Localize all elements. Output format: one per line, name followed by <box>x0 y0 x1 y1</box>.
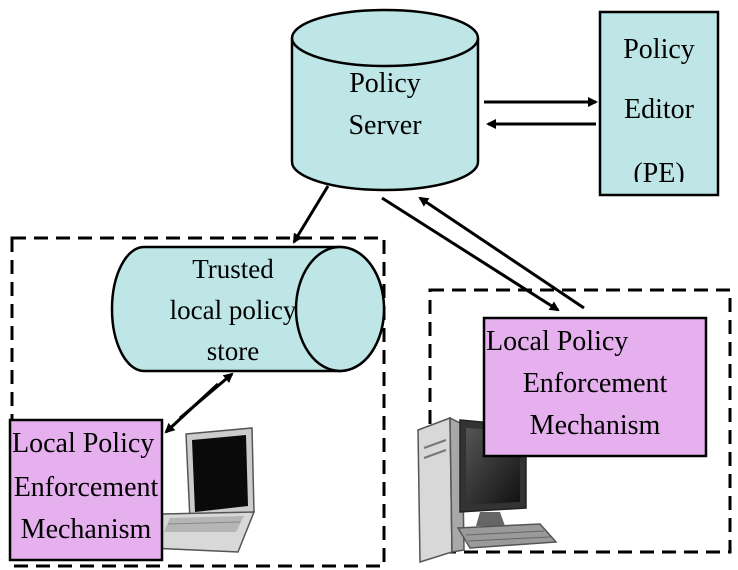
right-mechanism-label-line3: Mechanism <box>529 410 661 441</box>
policy-server-label-line1: Policy <box>349 68 421 99</box>
left-mechanism-label-line1: Local Policy <box>12 428 155 459</box>
store-to-left-mechanism-arrow <box>164 382 220 434</box>
right-mechanism-label-line1: Local Policy <box>486 326 629 357</box>
left-mechanism-label-line2: Enforcement <box>13 472 159 503</box>
policy-editor-box <box>598 10 720 197</box>
trusted-store-label-line3: store <box>206 336 260 366</box>
right-mechanism-label-line2: Enforcement <box>522 368 668 399</box>
policy-editor-label-line2: Editor <box>624 94 694 125</box>
left-mechanism-box <box>8 418 164 562</box>
laptop-icon <box>148 427 256 553</box>
trusted-store-label-line1: Trusted <box>192 254 274 284</box>
left-mechanism-label-line3: Mechanism <box>20 514 152 545</box>
right-dashed-boundary <box>428 288 732 554</box>
policy-server-label-line2: Server <box>348 110 422 141</box>
left-dashed-boundary <box>10 236 386 568</box>
right-mechanism-box <box>482 316 708 458</box>
trusted-store-cylinder <box>110 245 386 373</box>
policy-editor-label-line1: Policy <box>623 34 695 65</box>
trusted-store-label-line2: local policy <box>169 295 297 325</box>
server-to-right-mechanism-arrow <box>381 196 560 312</box>
policy-editor-label-line3: (PE) <box>633 160 685 182</box>
policy-server-cylinder <box>290 8 480 192</box>
right-mechanism-to-server-arrow <box>418 196 585 310</box>
server-to-store-arrow <box>292 185 330 244</box>
